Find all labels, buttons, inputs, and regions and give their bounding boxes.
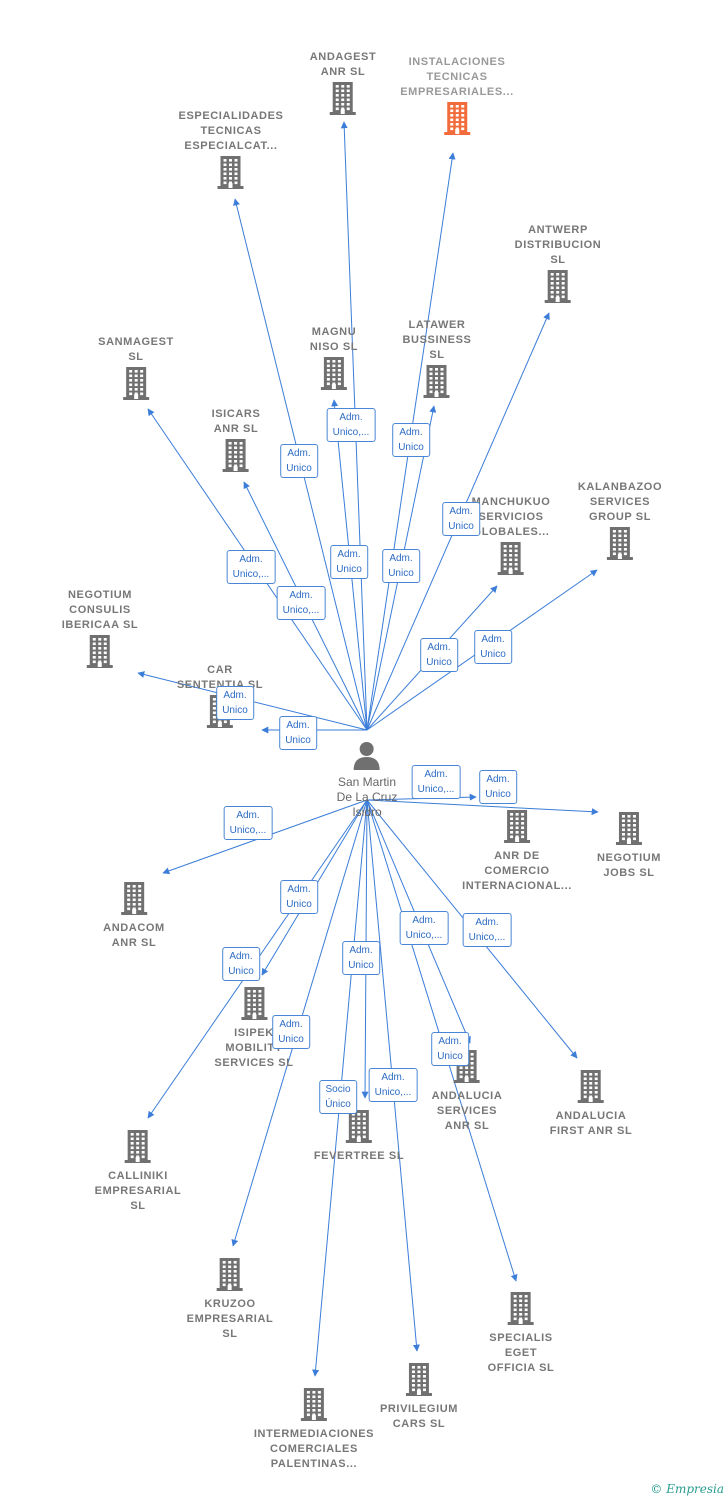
role-label[interactable]: Adm. Unico [272, 1015, 310, 1049]
footer-brand[interactable]: © Empresia [650, 1482, 724, 1496]
company-name: FEVERTREE SL [313, 1150, 405, 1162]
role-label[interactable]: Adm. Unico [442, 502, 480, 536]
role-label[interactable]: Socio Único [319, 1080, 357, 1114]
company-node-kalanbazoo[interactable]: KALANBAZOO SERVICES GROUP SL [578, 480, 662, 566]
role-label[interactable]: Adm. Unico [280, 444, 318, 478]
role-label[interactable]: Adm. Unico,... [326, 408, 376, 442]
person-icon [353, 742, 380, 770]
building-icon [217, 156, 244, 189]
company-node-magnuniso[interactable]: MAGNU NISO SL [310, 325, 358, 396]
building-icon [124, 1130, 151, 1163]
company-node-manchukuo[interactable]: MANCHUKUO SERVICIOS GLOBALES... [472, 495, 551, 581]
building-icon [123, 367, 149, 400]
role-label[interactable]: Adm. Unico,... [462, 913, 512, 947]
role-label[interactable]: Adm. Unico [222, 947, 260, 981]
role-label[interactable]: Adm. Unico [474, 630, 512, 664]
role-label[interactable]: Adm. Unico [216, 686, 254, 720]
company-name: NEGOTIUM JOBS SL [596, 852, 662, 879]
building-icon [503, 810, 530, 843]
building-icon [507, 1292, 534, 1325]
building-icon [405, 1363, 432, 1396]
brand-name: Empresia [666, 1482, 724, 1496]
building-icon [120, 882, 147, 915]
role-label[interactable]: Adm. Unico,... [276, 586, 326, 620]
role-label[interactable]: Adm. Unico,... [411, 765, 461, 799]
company-name: ANDACOM ANR SL [103, 922, 165, 949]
company-node-fevertree[interactable]: FEVERTREE SL [314, 1108, 404, 1164]
company-name: ANTWERP DISTRIBUCION SL [514, 224, 602, 266]
company-name: LATAWER BUSSINESS SL [402, 319, 472, 361]
company-name: KRUZOO EMPRESARIAL SL [186, 1298, 274, 1340]
company-name: ANDALUCIA SERVICES ANR SL [431, 1090, 503, 1132]
company-name: NEGOTIUM CONSULIS IBERICAA SL [61, 589, 139, 631]
edge-negotium_jobs [366, 799, 599, 816]
role-label[interactable]: Adm. Unico,... [399, 911, 449, 945]
company-node-andalucia_first[interactable]: ANDALUCIA FIRST ANR SL [550, 1068, 633, 1139]
role-label[interactable]: Adm. Unico [342, 941, 380, 975]
company-node-latawer[interactable]: LATAWER BUSSINESS SL [403, 318, 472, 404]
role-label[interactable]: Adm. Unico [382, 549, 420, 583]
company-node-instalaciones[interactable]: INSTALACIONES TECNICAS EMPRESARIALES... [400, 55, 514, 141]
company-name: KALANBAZOO SERVICES GROUP SL [577, 481, 663, 523]
center-person[interactable]: San Martin De La Cruz Isidro [336, 740, 398, 820]
building-icon [345, 1110, 372, 1143]
role-label[interactable]: Adm. Unico [279, 716, 317, 750]
building-icon [86, 635, 113, 668]
role-label[interactable]: Adm. Unico,... [226, 550, 276, 584]
company-node-anrcomercio[interactable]: ANR DE COMERCIO INTERNACIONAL... [462, 808, 572, 894]
company-node-sanmagest[interactable]: SANMAGEST SL [98, 335, 174, 406]
building-icon [222, 439, 249, 472]
role-label[interactable]: Adm. Unico,... [368, 1068, 418, 1102]
company-name: MAGNU NISO SL [309, 326, 359, 353]
building-icon [241, 987, 267, 1020]
role-label[interactable]: Adm. Unico [420, 638, 458, 672]
company-name: ISICARS ANR SL [211, 408, 261, 435]
building-icon [330, 82, 356, 115]
center-name: San Martin De La Cruz Isidro [336, 775, 398, 819]
role-label[interactable]: Adm. Unico [431, 1032, 469, 1066]
company-name: INTERMEDIACIONES COMERCIALES PALENTINAS.… [253, 1428, 375, 1470]
company-node-calliniki[interactable]: CALLINIKI EMPRESARIAL SL [95, 1128, 182, 1214]
company-name: ANDAGEST ANR SL [309, 51, 377, 78]
building-icon [545, 270, 571, 303]
company-name: SANMAGEST SL [98, 336, 174, 363]
company-name: MANCHUKUO SERVICIOS GLOBALES... [471, 496, 551, 538]
company-node-andalucia_services[interactable]: ANDALUCIA SERVICES ANR SL [432, 1048, 503, 1134]
building-icon [216, 1258, 243, 1291]
building-icon [321, 357, 347, 390]
building-icon [443, 102, 470, 135]
building-icon [577, 1070, 604, 1103]
company-name: CALLINIKI EMPRESARIAL SL [94, 1170, 182, 1212]
company-node-antwerp[interactable]: ANTWERP DISTRIBUCION SL [515, 223, 602, 309]
company-node-andagest[interactable]: ANDAGEST ANR SL [310, 50, 377, 121]
company-name: SPECIALIS EGET OFFICIA SL [487, 1332, 555, 1374]
role-label[interactable]: Adm. Unico [330, 545, 368, 579]
company-name: ANDALUCIA FIRST ANR SL [549, 1110, 633, 1137]
company-name: PRIVILEGIUM CARS SL [379, 1403, 459, 1430]
building-icon [607, 527, 633, 560]
role-label[interactable]: Adm. Unico [392, 423, 430, 457]
role-label[interactable]: Adm. Unico,... [223, 806, 273, 840]
company-name: ESPECIALIDADES TECNICAS ESPECIALCAT... [178, 110, 284, 152]
company-node-privilegium[interactable]: PRIVILEGIUM CARS SL [380, 1361, 458, 1432]
role-label[interactable]: Adm. Unico [479, 770, 517, 804]
building-icon [497, 542, 524, 575]
company-name: INSTALACIONES TECNICAS EMPRESARIALES... [400, 56, 514, 98]
building-icon [423, 365, 450, 398]
company-node-especialidades[interactable]: ESPECIALIDADES TECNICAS ESPECIALCAT... [179, 109, 284, 195]
building-icon [615, 812, 642, 845]
company-name: ANR DE COMERCIO INTERNACIONAL... [462, 850, 572, 892]
company-node-isicars[interactable]: ISICARS ANR SL [212, 407, 261, 478]
building-icon [301, 1388, 327, 1421]
company-node-andacom[interactable]: ANDACOM ANR SL [103, 880, 165, 951]
role-label[interactable]: Adm. Unico [280, 880, 318, 914]
company-node-specialis[interactable]: SPECIALIS EGET OFFICIA SL [488, 1290, 555, 1376]
copyright-icon: © [650, 1482, 663, 1496]
company-node-isipek[interactable]: ISIPEK MOBILITY SERVICES SL [214, 985, 293, 1071]
company-node-negotium_jobs[interactable]: NEGOTIUM JOBS SL [597, 810, 661, 881]
company-node-intermediaciones[interactable]: INTERMEDIACIONES COMERCIALES PALENTINAS.… [254, 1386, 374, 1472]
company-node-negotium_consulis[interactable]: NEGOTIUM CONSULIS IBERICAA SL [62, 588, 138, 674]
company-name: ISIPEK MOBILITY SERVICES SL [214, 1027, 294, 1069]
company-node-kruzoo[interactable]: KRUZOO EMPRESARIAL SL [187, 1256, 274, 1342]
